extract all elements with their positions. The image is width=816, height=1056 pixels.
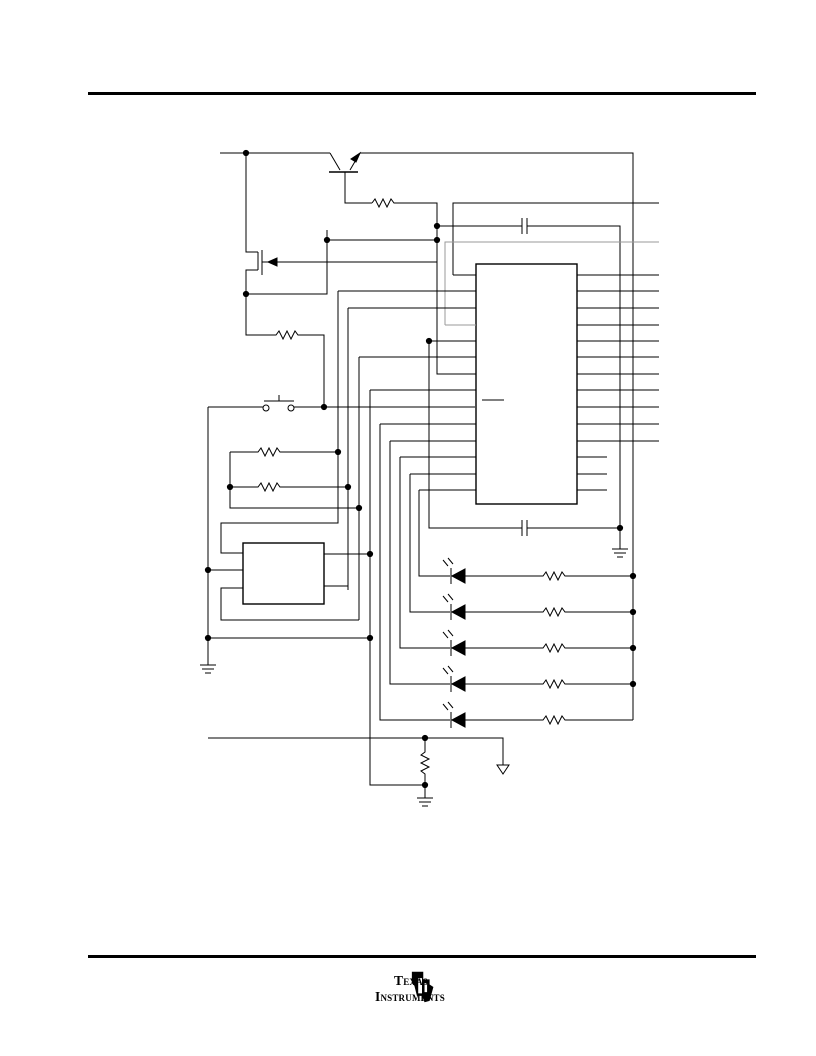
output-divider (208, 734, 510, 807)
led-5 (442, 701, 633, 728)
header-rule (88, 92, 756, 95)
footer-rule (88, 955, 756, 958)
capacitor-bottom (521, 520, 628, 558)
led-1 (442, 557, 637, 584)
main-ic (475, 263, 578, 505)
secondary-ic (208, 455, 374, 642)
ic-left-pins (337, 202, 659, 786)
pushbutton (204, 395, 475, 665)
led-3 (442, 629, 637, 656)
ground-left (200, 664, 216, 674)
led-4 (442, 665, 637, 692)
ti-logo-icon (411, 971, 434, 1003)
led-array (442, 557, 637, 728)
base-resistor (371, 197, 441, 244)
supply-rail (220, 149, 634, 720)
brand-line-texas: Texas (394, 973, 429, 988)
brand-line-instruments: Instruments (375, 989, 445, 1004)
capacitor-top (437, 218, 621, 528)
resistor-pair (226, 446, 363, 512)
led-2 (442, 593, 637, 620)
ic-right-pins (577, 274, 659, 491)
pullup-resistor (245, 294, 325, 407)
pnp-transistor (329, 151, 372, 204)
mosfet-switch (242, 153, 437, 298)
